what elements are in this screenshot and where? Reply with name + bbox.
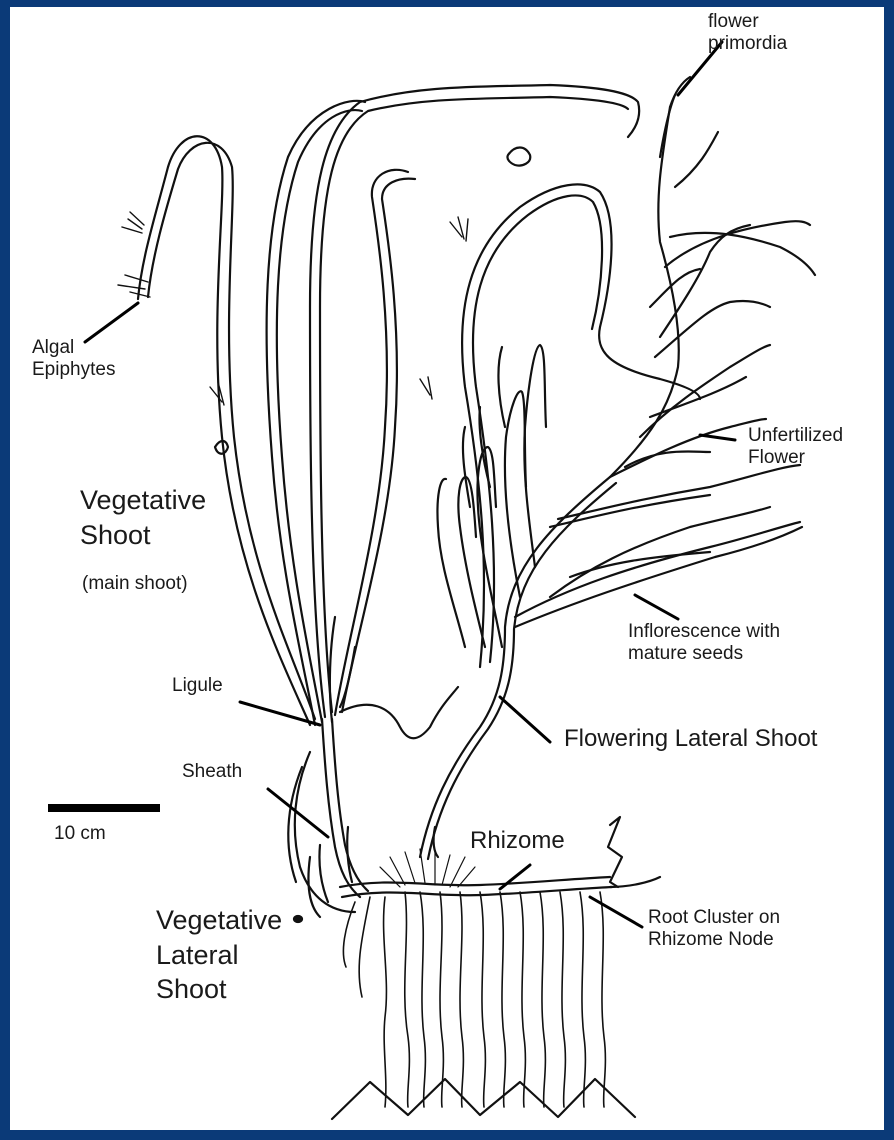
label-sheath: Sheath [182,761,242,783]
epiphyte-blob-small [215,441,228,454]
root-hairs [380,849,475,887]
root-strands [343,892,605,1107]
label-vegetative-lateral-shoot: Vegetative Lateral Shoot [156,903,282,1007]
label-rhizome: Rhizome [470,827,565,855]
label-inflorescence: Inflorescence with mature seeds [628,621,780,666]
label-main-shoot: (main shoot) [82,573,188,595]
epiphyte-blob [507,148,530,166]
scale-bar [48,804,160,812]
sheath-and-lateral [288,719,438,917]
label-algal-epiphytes: Algal Epiphytes [32,337,115,382]
algal-epiphyte-tufts [118,212,468,405]
label-vegetative-shoot: Vegetative Shoot [80,483,206,552]
inner-leaf-blades [437,345,546,647]
leaf-center [335,170,415,715]
label-ligule: Ligule [172,675,223,697]
ligule-region [330,617,458,738]
small-dot [294,916,302,922]
label-root-cluster: Root Cluster on Rhizome Node [648,907,780,952]
inflorescence-branches [515,95,815,627]
diagram-panel: flower primordia Algal Epiphytes Vegetat… [10,7,884,1130]
label-scale: 10 cm [54,823,106,845]
label-flowering-lateral-shoot: Flowering Lateral Shoot [564,725,817,753]
cut-marks [332,817,635,1119]
seagrass-illustration [10,7,884,1130]
leaf-left-loop [138,136,315,725]
label-flower-primordia: flower primordia [708,11,787,56]
leaf-top-arch [310,85,639,717]
label-unfertilized-flower: Unfertilized Flower [748,425,843,470]
